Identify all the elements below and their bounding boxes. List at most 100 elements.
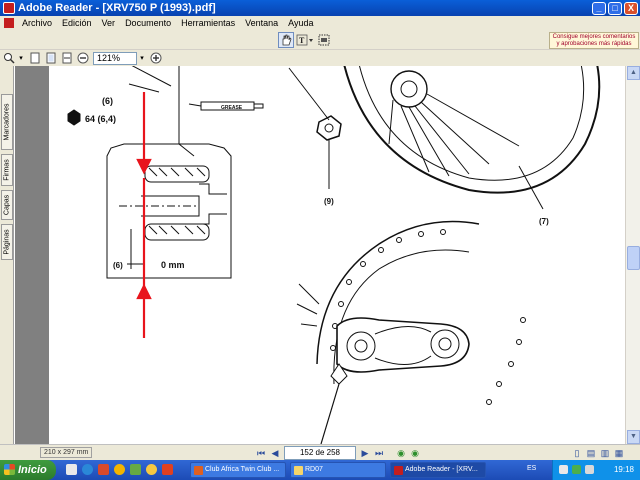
start-button[interactable]: Inicio bbox=[0, 460, 56, 480]
menu-archivo[interactable]: Archivo bbox=[22, 18, 53, 28]
menu-ventana[interactable]: Ventana bbox=[245, 18, 279, 28]
leader-line-top bbox=[131, 66, 172, 87]
first-page-icon[interactable]: ⏮ bbox=[256, 448, 266, 458]
grease-label: GREASE bbox=[221, 105, 243, 111]
quicklaunch-app-icon[interactable] bbox=[130, 464, 141, 475]
task-label-adobe: Adobe Reader - [XRV... bbox=[405, 466, 478, 473]
tab-capas[interactable]: Capas bbox=[1, 190, 13, 220]
adobe-reader-app-icon[interactable] bbox=[3, 2, 15, 14]
quicklaunch-messenger-icon[interactable] bbox=[146, 464, 157, 475]
continuous-facing-layout-icon[interactable]: ▦ bbox=[614, 448, 624, 458]
last-page-icon[interactable]: ⏭ bbox=[374, 448, 384, 458]
callout-9: (9) bbox=[324, 197, 334, 206]
tab-paginas[interactable]: Páginas bbox=[1, 224, 13, 260]
menu-edicion[interactable]: Edición bbox=[62, 18, 92, 28]
quicklaunch-firefox-icon[interactable] bbox=[162, 464, 173, 475]
nut-9 bbox=[316, 115, 342, 141]
folder-task-icon bbox=[294, 466, 303, 475]
language-indicator[interactable]: ES bbox=[527, 465, 537, 472]
scroll-thumb[interactable] bbox=[627, 246, 640, 270]
network-tray-icon[interactable] bbox=[559, 465, 568, 474]
clock[interactable]: 19:18 bbox=[613, 465, 634, 474]
fit-width-icon[interactable] bbox=[60, 51, 74, 65]
zoom-in-icon[interactable] bbox=[149, 51, 163, 65]
main-toolbar: T Consigue mejores comentarios y aprobac… bbox=[0, 30, 640, 50]
callout-6-top: (6) bbox=[102, 96, 113, 106]
hand-tool-icon[interactable] bbox=[278, 32, 294, 48]
svg-text:T: T bbox=[299, 36, 305, 45]
firefox-task-icon bbox=[194, 466, 203, 475]
zoom-level-dropdown-icon[interactable]: ▾ bbox=[140, 54, 144, 62]
quicklaunch-media-icon[interactable] bbox=[98, 464, 109, 475]
task-label-rd07: RD07 bbox=[305, 466, 323, 473]
single-page-layout-icon[interactable]: ▯ bbox=[574, 448, 580, 458]
window-title: Adobe Reader - [XRV750 P (1993).pdf] bbox=[18, 2, 216, 14]
red-annotation-arrows bbox=[136, 92, 152, 338]
actual-size-icon[interactable] bbox=[28, 51, 42, 65]
document-view[interactable]: (6) 64 (6,4) GREASE (6) 0 mm (9) (7) bbox=[15, 66, 625, 444]
menu-herramientas[interactable]: Herramientas bbox=[181, 18, 236, 28]
zoom-tool-dropdown-icon[interactable]: ▾ bbox=[19, 54, 23, 62]
next-page-icon[interactable]: ▶ bbox=[361, 448, 369, 458]
title-bar: Adobe Reader - [XRV750 P (1993).pdf] _ □… bbox=[0, 0, 640, 16]
navigation-pane: Marcadores Firmas Capas Páginas bbox=[0, 66, 14, 444]
quicklaunch-ie-icon[interactable] bbox=[82, 464, 93, 475]
document-menu-icon[interactable] bbox=[4, 18, 14, 28]
leader-line-6 bbox=[128, 83, 160, 93]
pdf-page[interactable]: (6) 64 (6,4) GREASE (6) 0 mm (9) (7) bbox=[49, 66, 625, 444]
next-view-icon[interactable]: ◉ bbox=[411, 448, 419, 458]
tab-capas-label: Capas bbox=[3, 194, 11, 216]
promo-line-2: y aprobaciones más rápidas bbox=[556, 41, 632, 47]
select-text-tool-icon[interactable]: T bbox=[294, 32, 316, 48]
grease-tube-icon bbox=[200, 101, 255, 111]
previous-view-icon[interactable]: ◉ bbox=[397, 448, 405, 458]
scroll-up-icon[interactable]: ▲ bbox=[627, 66, 640, 80]
torque-nut-icon bbox=[67, 109, 81, 126]
quicklaunch-desktop-icon[interactable] bbox=[66, 464, 77, 475]
promo-line-1: Consigue mejores comentarios bbox=[552, 34, 636, 40]
brake-disc bbox=[316, 220, 480, 365]
windows-logo-icon bbox=[4, 464, 15, 475]
system-tray: ES 19:18 bbox=[527, 460, 640, 480]
callout-6-detail: (6) bbox=[113, 261, 123, 270]
task-adobe-reader[interactable]: Adobe Reader - [XRV... bbox=[390, 462, 486, 478]
menu-bar: Archivo Edición Ver Documento Herramient… bbox=[0, 16, 640, 30]
page-number-field[interactable]: 152 de 258 bbox=[284, 446, 356, 460]
fit-page-icon[interactable] bbox=[44, 51, 58, 65]
previous-page-icon[interactable]: ◀ bbox=[271, 448, 279, 458]
technical-drawing: (6) 64 (6,4) GREASE (6) 0 mm (9) (7) bbox=[67, 66, 601, 444]
menu-documento[interactable]: Documento bbox=[125, 18, 172, 28]
tab-firmas-label: Firmas bbox=[3, 159, 11, 181]
task-label-club: Club Africa Twin Club ... bbox=[205, 466, 280, 473]
tab-firmas[interactable]: Firmas bbox=[1, 154, 13, 186]
measurement-label: 0 mm bbox=[161, 260, 185, 270]
page-size-label: 210 x 297 mm bbox=[40, 447, 93, 458]
torque-spec: 64 (6,4) bbox=[85, 114, 116, 124]
vertical-scrollbar[interactable]: ▲ ▼ bbox=[625, 66, 640, 444]
scroll-down-icon[interactable]: ▼ bbox=[627, 430, 640, 444]
tab-paginas-label: Páginas bbox=[3, 229, 11, 255]
start-label: Inicio bbox=[18, 464, 47, 476]
zoom-tool-icon[interactable] bbox=[2, 51, 16, 65]
close-button[interactable]: X bbox=[624, 1, 638, 15]
task-club-africa-twin[interactable]: Club Africa Twin Club ... bbox=[190, 462, 286, 478]
maximize-button[interactable]: □ bbox=[608, 1, 622, 15]
facing-layout-icon[interactable]: ▥ bbox=[600, 448, 610, 458]
upper-hub bbox=[390, 70, 428, 108]
minimize-button[interactable]: _ bbox=[592, 1, 606, 15]
continuous-layout-icon[interactable]: ▤ bbox=[586, 448, 596, 458]
upper-wheel-rim bbox=[343, 66, 601, 194]
volume-tray-icon[interactable] bbox=[585, 465, 594, 474]
promo-banner[interactable]: Consigue mejores comentarios y aprobacio… bbox=[549, 32, 639, 49]
snapshot-tool-icon[interactable] bbox=[316, 32, 332, 48]
task-rd07[interactable]: RD07 bbox=[290, 462, 386, 478]
menu-ayuda[interactable]: Ayuda bbox=[288, 18, 314, 28]
security-tray-icon[interactable] bbox=[572, 465, 581, 474]
tab-marcadores-label: Marcadores bbox=[3, 103, 11, 141]
quicklaunch-chrome-icon[interactable] bbox=[114, 464, 125, 475]
zoom-level-input[interactable]: 121% bbox=[93, 51, 137, 65]
tab-marcadores[interactable]: Marcadores bbox=[1, 94, 13, 150]
zoom-out-icon[interactable] bbox=[76, 51, 90, 65]
menu-ver[interactable]: Ver bbox=[101, 18, 116, 28]
status-bar: 210 x 297 mm ⏮ ◀ 152 de 258 ▶ ⏭ ◉ ◉ ▯ ▤ … bbox=[0, 444, 640, 460]
